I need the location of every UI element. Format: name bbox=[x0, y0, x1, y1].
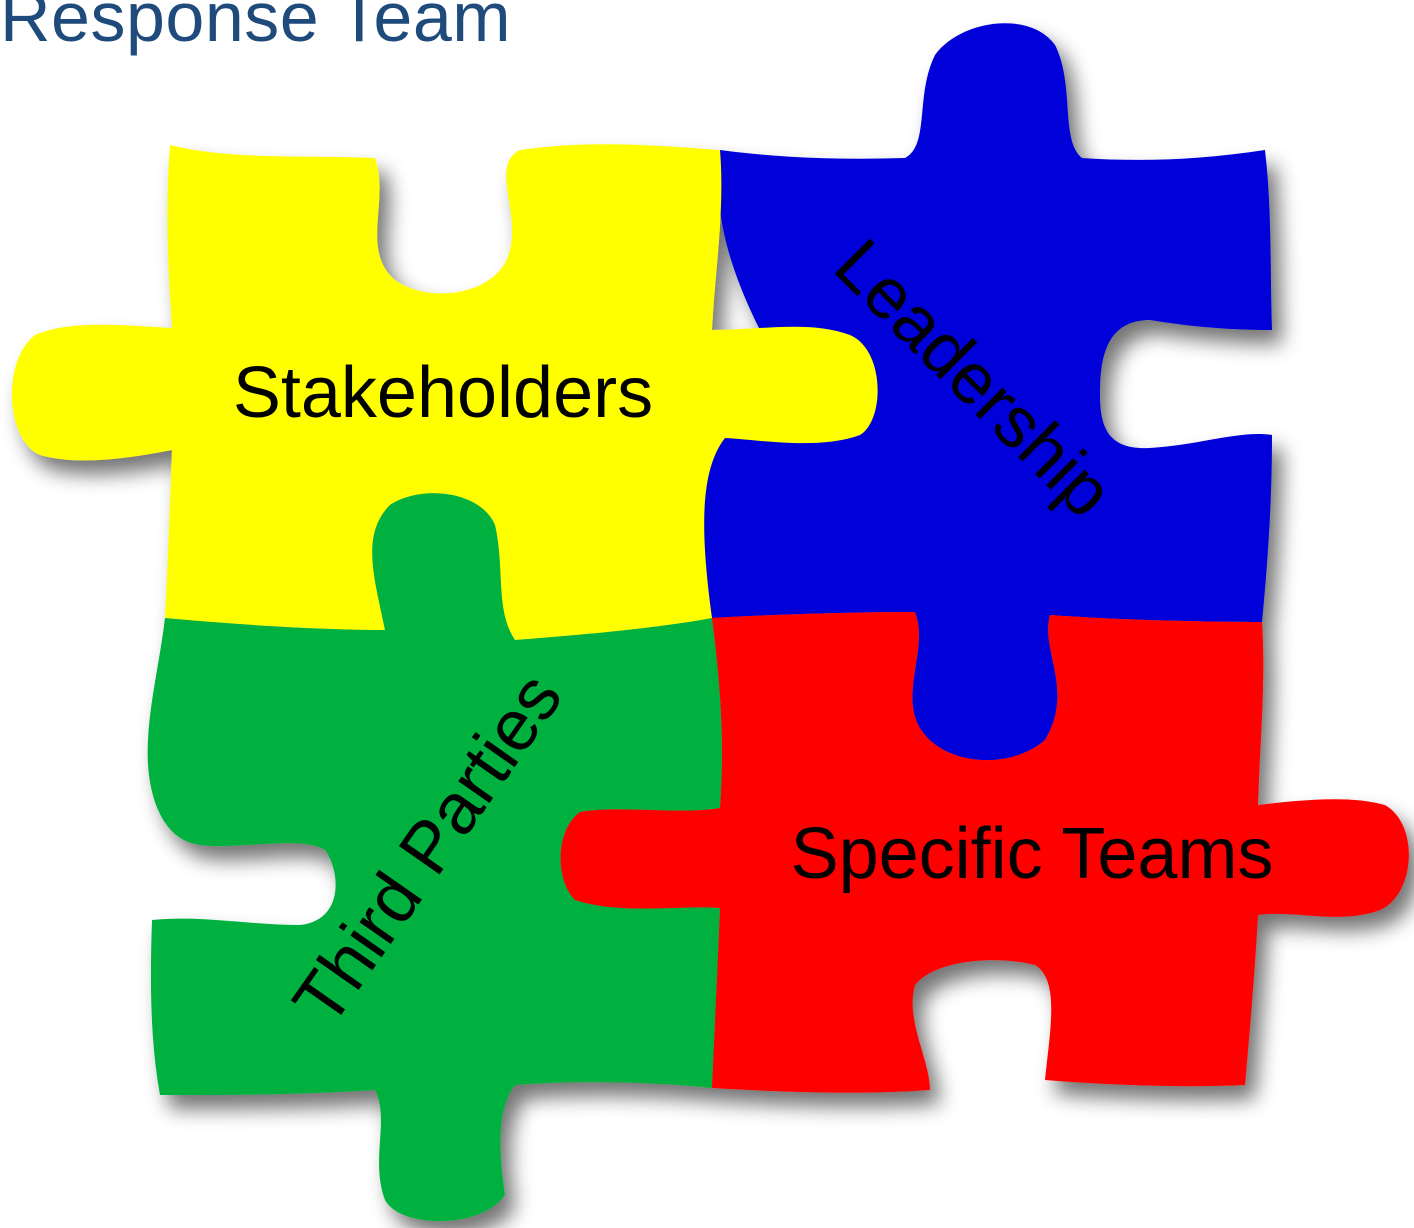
page-title: Response Team bbox=[0, 0, 512, 56]
specific-teams-piece bbox=[560, 612, 1409, 1093]
stakeholders-label: Stakeholders bbox=[233, 353, 653, 433]
stakeholders-piece bbox=[11, 144, 878, 640]
third-parties-piece bbox=[147, 493, 723, 1222]
leadership-piece bbox=[700, 23, 1272, 761]
specific-teams-label: Specific Teams bbox=[791, 814, 1274, 894]
